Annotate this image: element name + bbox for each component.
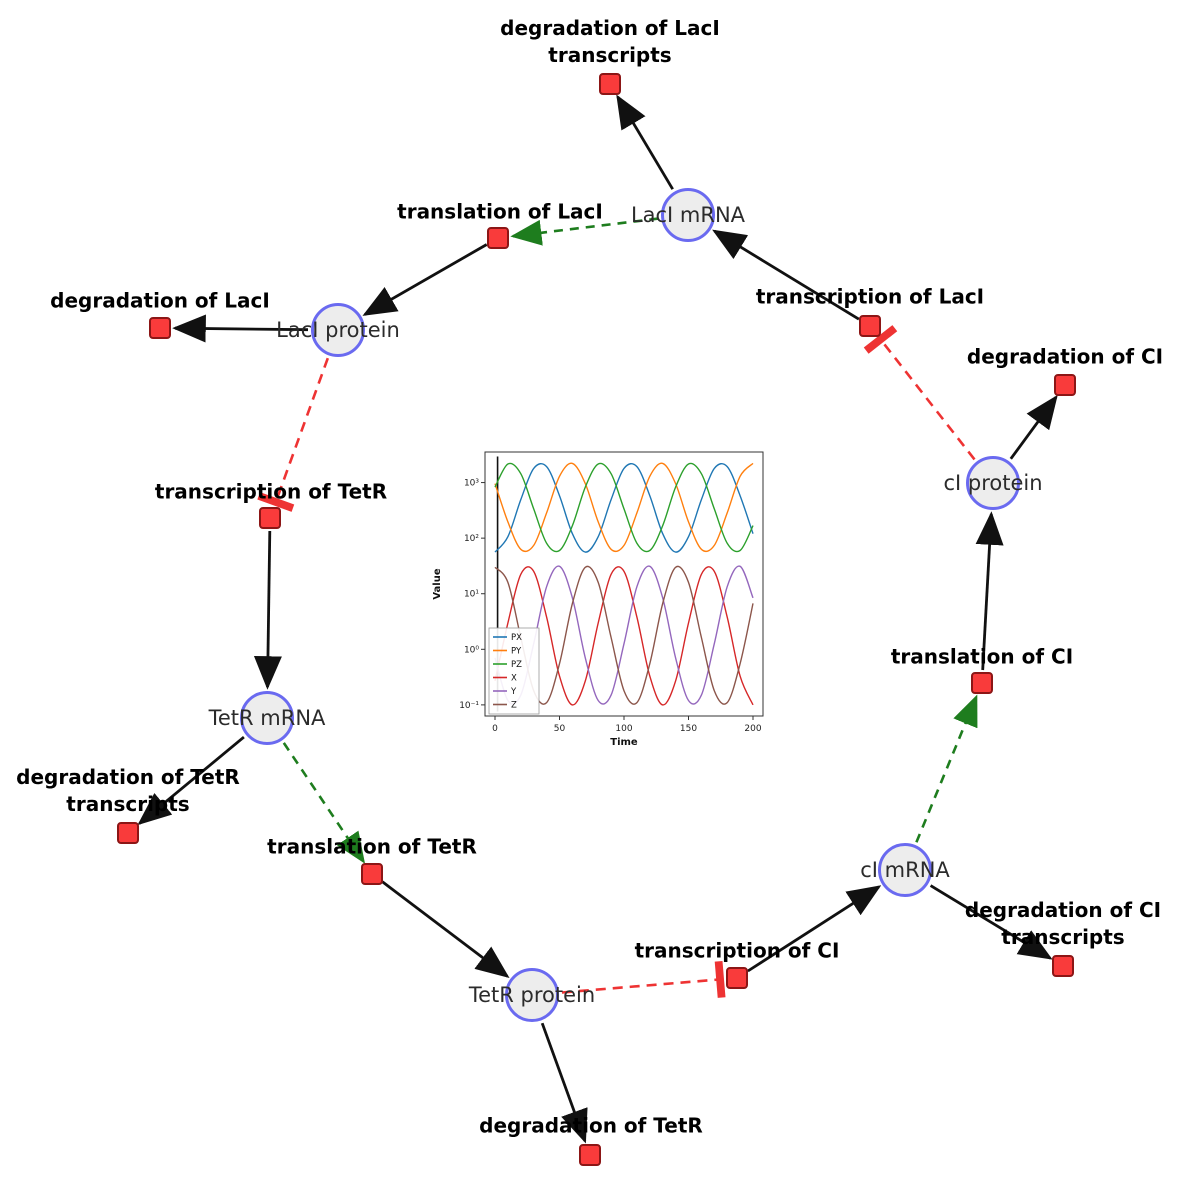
reaction-label-line: degradation of CI [964, 898, 1162, 922]
edge-laci_mrna--rx_deg_laci_transcripts [616, 94, 674, 190]
y-axis-tick-label: 10¹ [464, 590, 479, 600]
reaction-label-line: transcripts [548, 43, 672, 67]
species-label-tetr_mrna: TetR mRNA [208, 706, 326, 730]
reaction-label-rx_translation_ci: translation of CI [891, 644, 1073, 671]
legend-label-PY: PY [511, 647, 522, 657]
reaction-label-line: transcripts [1001, 925, 1125, 949]
legend-label-Z: Z [511, 701, 517, 711]
species-node-tetr_protein [505, 968, 559, 1022]
reaction-label-line: translation of LacI [397, 199, 603, 224]
reaction-label-rx_deg_laci: degradation of LacI [50, 288, 270, 315]
reaction-label-line: transcription of TetR [154, 479, 388, 504]
series-path-X [494, 566, 754, 706]
reaction-node-rx_transcription_tetr [259, 507, 281, 529]
series-path-Y [494, 565, 754, 705]
y-axis-title: Value [432, 568, 443, 599]
reaction-node-rx_deg_tetr [579, 1144, 601, 1166]
legend-label-X: X [511, 674, 517, 684]
edge-rx_translation_tetr--tetr_protein [381, 880, 510, 978]
reaction-node-rx_translation_laci [487, 227, 509, 249]
species-node-ci_protein [966, 456, 1020, 510]
species-node-tetr_mrna [240, 691, 294, 745]
species-node-laci_mrna [661, 188, 715, 242]
reaction-label-rx_deg_ci_transcripts: degradation of CI transcripts [965, 897, 1161, 951]
species-label-laci_mrna: LacI mRNA [630, 203, 746, 227]
reaction-label-rx_deg_laci_transcripts: degradation of LacI transcripts [500, 15, 720, 69]
edge-tetr_protein--rx_deg_tetr [540, 1022, 588, 1144]
reaction-node-rx_deg_laci_transcripts [599, 73, 621, 95]
reaction-label-rx_translation_laci: translation of LacI [397, 199, 603, 226]
species-label-tetr_protein: TetR protein [468, 983, 596, 1007]
reaction-label-rx_deg_tetr: degradation of TetR [479, 1113, 703, 1140]
reaction-node-rx_translation_ci [971, 672, 993, 694]
reaction-label-line: degradation of TetR [479, 1113, 703, 1138]
edge-ci_mrna--rx_deg_ci_transcripts [929, 884, 1053, 960]
reaction-label-rx_translation_tetr: translation of TetR [267, 834, 477, 861]
x-axis-tick-label: 200 [744, 724, 761, 734]
reaction-label-line: transcription of CI [634, 938, 840, 963]
reaction-node-rx_transcription_ci [726, 967, 748, 989]
x-axis-title: Time [610, 737, 638, 748]
x-axis-tick-label: 0 [492, 724, 498, 734]
species-label-ci_protein: cI protein [943, 471, 1043, 495]
y-axis-tick-label: 10⁻¹ [459, 701, 479, 711]
reaction-node-rx_transcription_laci [859, 315, 881, 337]
y-axis-tick-label: 10² [464, 534, 479, 544]
series-path-PX [494, 463, 754, 553]
edge-ci_protein--rx_transcription_laci [863, 325, 976, 461]
reaction-node-rx_deg_laci [149, 317, 171, 339]
reaction-label-rx_transcription_tetr: transcription of TetR [155, 479, 387, 506]
edge-ci_protein--rx_deg_ci [1009, 394, 1058, 460]
species-label-ci_mrna: cI mRNA [860, 858, 950, 882]
legend-box [488, 627, 540, 715]
legend-label-Y: Y [510, 687, 517, 697]
edge-tetr_mrna--rx_deg_tetr_transcripts [137, 736, 245, 826]
reaction-node-rx_translation_tetr [361, 863, 383, 885]
species-node-laci_protein [311, 303, 365, 357]
reaction-label-line: degradation of LacI [50, 288, 270, 313]
y-axis-tick-label: 10⁰ [464, 645, 479, 655]
edges-group [137, 94, 1058, 1144]
legend-label-PZ: PZ [511, 660, 522, 670]
edge-rx_transcription_ci--ci_mrna [747, 885, 882, 973]
edge-tetr_protein--rx_transcription_ci [561, 960, 726, 998]
edge-rx_transcription_laci--laci_mrna [712, 229, 860, 321]
edge-rx_translation_ci--ci_protein [975, 511, 1004, 671]
reaction-label-rx_deg_ci: degradation of CI [967, 344, 1163, 371]
edge-rx_transcription_tetr--tetr_mrna [253, 530, 282, 690]
x-axis-tick-label: 150 [680, 724, 697, 734]
reaction-label-line: translation of CI [890, 644, 1074, 669]
x-axis-tick-label: 50 [554, 724, 566, 734]
reaction-label-rx_transcription_ci: transcription of CI [635, 938, 840, 965]
edge-laci_mrna--rx_translation_laci [510, 217, 659, 246]
reaction-node-rx_deg_tetr_transcripts [117, 822, 139, 844]
edge-tetr_mrna--rx_translation_tetr [282, 742, 366, 864]
series-path-PY [494, 462, 754, 553]
species-node-ci_mrna [878, 843, 932, 897]
reaction-label-rx_transcription_laci: transcription of LacI [756, 284, 984, 311]
reaction-label-line: transcription of LacI [755, 284, 985, 309]
reaction-label-line: transcripts [66, 792, 190, 816]
y-axis-tick-label: 10³ [464, 479, 479, 489]
species-label-laci_protein: LacI protein [276, 318, 400, 342]
x-axis-tick-label: 100 [615, 724, 632, 734]
edge-laci_protein--rx_deg_laci [172, 314, 309, 343]
legend-label-PX: PX [511, 633, 522, 643]
reaction-node-rx_deg_ci_transcripts [1052, 955, 1074, 977]
series-path-PZ [494, 462, 754, 553]
reaction-label-line: translation of TetR [267, 834, 477, 859]
reaction-label-rx_deg_tetr_transcripts: degradation of TetR transcripts [16, 764, 240, 818]
reaction-label-line: degradation of TetR [16, 765, 240, 789]
reaction-node-rx_deg_ci [1054, 374, 1076, 396]
reaction-label-line: degradation of LacI [500, 16, 720, 40]
edge-rx_translation_laci--laci_protein [362, 243, 488, 316]
reaction-label-line: degradation of CI [966, 344, 1164, 369]
edge-laci_protein--rx_transcription_tetr [257, 357, 330, 512]
edge-ci_mrna--rx_translation_ci [915, 694, 978, 843]
